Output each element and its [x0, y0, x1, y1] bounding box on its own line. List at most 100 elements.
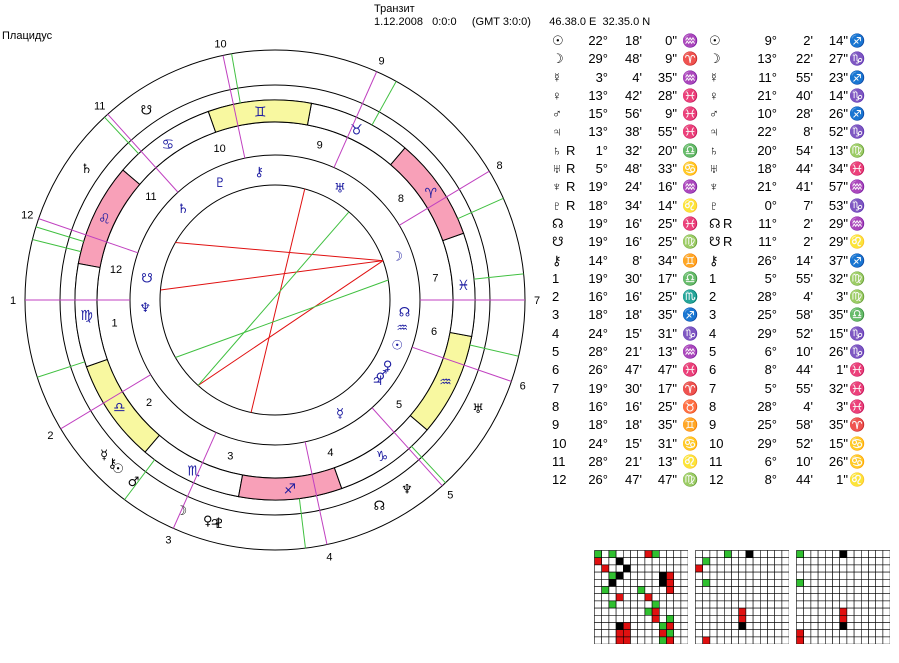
- grid-cell: [745, 550, 754, 558]
- degrees: 13°: [588, 87, 608, 103]
- grid-cell: [832, 571, 840, 580]
- aspect-line: [197, 260, 384, 386]
- grid-cell: [594, 564, 602, 573]
- grid-cell: [702, 571, 711, 580]
- grid-cell: [810, 550, 819, 558]
- aspect-grid-3: [796, 550, 890, 644]
- grid-cell: [723, 571, 732, 580]
- degrees: 24°: [588, 435, 608, 451]
- seconds: 3": [836, 289, 848, 305]
- seconds: 14": [828, 33, 848, 48]
- grid-cell: [716, 578, 725, 587]
- grid-cell: [803, 578, 812, 587]
- minutes: 28': [796, 106, 813, 122]
- grid-cell: [774, 550, 783, 558]
- grid-cell: [601, 557, 610, 566]
- grid-cell: [622, 593, 631, 602]
- grid-cell: [796, 564, 804, 573]
- minutes: 18': [625, 417, 642, 433]
- grid-cell: [644, 629, 653, 638]
- minutes: 24': [625, 179, 642, 195]
- chart-info-line: 1.12.2008 0:0:0 (GMT 3:0:0) 46.38.0 E 32…: [374, 16, 650, 28]
- grid-cell: [673, 636, 682, 644]
- grid-cell: [839, 571, 848, 580]
- grid-cell: [673, 578, 682, 587]
- grid-cell: [824, 636, 833, 644]
- planet-symbol: ⚷: [709, 252, 719, 268]
- minutes: 56': [625, 106, 642, 122]
- transit-cusp-line: [35, 226, 84, 243]
- grid-cell: [601, 593, 610, 602]
- seconds: 26": [828, 106, 848, 122]
- grid-cell: [745, 586, 754, 594]
- sign-symbol: ♑: [849, 344, 866, 360]
- sign-symbol: ♎: [849, 307, 866, 323]
- grid-cell: [615, 622, 624, 630]
- grid-cell: [738, 557, 747, 566]
- grid-cell: [803, 615, 812, 623]
- planet-symbol: ♀: [552, 87, 562, 103]
- grid-cell: [594, 550, 602, 558]
- grid-cell: [810, 557, 819, 566]
- grid-cell: [615, 586, 624, 594]
- grid-cell: [666, 557, 674, 566]
- grid-cell: [752, 593, 761, 602]
- grid-cell: [594, 636, 602, 644]
- degrees: 15°: [588, 106, 608, 122]
- grid-cell: [796, 607, 804, 616]
- grid-cell: [875, 593, 884, 602]
- seconds: 35": [657, 307, 677, 323]
- grid-cell: [745, 615, 754, 623]
- grid-cell: [615, 607, 624, 616]
- grid-cell: [594, 629, 602, 638]
- grid-cell: [824, 607, 833, 616]
- planet-symbol: ♂: [709, 106, 719, 122]
- seconds: 14": [657, 197, 677, 213]
- planet-symbol: 1: [709, 270, 717, 286]
- seconds: 16": [657, 179, 677, 195]
- natal-planet-glyph: ☉: [391, 338, 403, 353]
- outer-house-number: 10: [214, 39, 226, 51]
- grid-cell: [745, 636, 754, 644]
- grid-cell: [832, 629, 840, 638]
- transit-cusp-line: [473, 273, 524, 280]
- minutes: 16': [625, 234, 642, 250]
- grid-cell: [796, 593, 804, 602]
- planet-symbol: ☿: [709, 69, 719, 85]
- seconds: 27": [828, 51, 848, 67]
- grid-cell: [702, 564, 711, 573]
- degrees: 1°: [595, 142, 608, 158]
- grid-cell: [666, 600, 674, 609]
- grid-cell: [680, 586, 688, 594]
- transit-planet-glyph: ☊: [374, 499, 386, 514]
- grid-cell: [752, 615, 761, 623]
- grid-cell: [796, 571, 804, 580]
- transit-planet-glyph: ⚷: [108, 457, 118, 472]
- aspect-line: [160, 260, 384, 291]
- grid-cell: [731, 629, 739, 638]
- grid-cell: [695, 578, 703, 587]
- seconds: 34": [828, 161, 848, 177]
- grid-cell: [875, 550, 884, 558]
- minutes: 47': [625, 472, 642, 488]
- position-row: ♂10°28'26"♐: [707, 105, 887, 123]
- grid-cell: [868, 607, 876, 616]
- natal-ring-circle: [129, 154, 421, 446]
- grid-cell: [781, 622, 789, 630]
- grid-cell: [630, 586, 638, 594]
- aspect-line: [197, 211, 350, 386]
- grid-cell: [817, 557, 826, 566]
- grid-cell: [651, 636, 660, 644]
- minutes: 7': [803, 197, 813, 213]
- sign-symbol: ♐: [849, 33, 866, 48]
- seconds: 17": [657, 380, 677, 396]
- grid-cell: [832, 564, 840, 573]
- seconds: 53": [828, 197, 848, 213]
- minutes: 2': [803, 215, 813, 231]
- grid-cell: [752, 586, 761, 594]
- grid-cell: [680, 636, 688, 644]
- grid-cell: [774, 557, 783, 566]
- position-row: ♀13°42'28"♓: [550, 87, 710, 105]
